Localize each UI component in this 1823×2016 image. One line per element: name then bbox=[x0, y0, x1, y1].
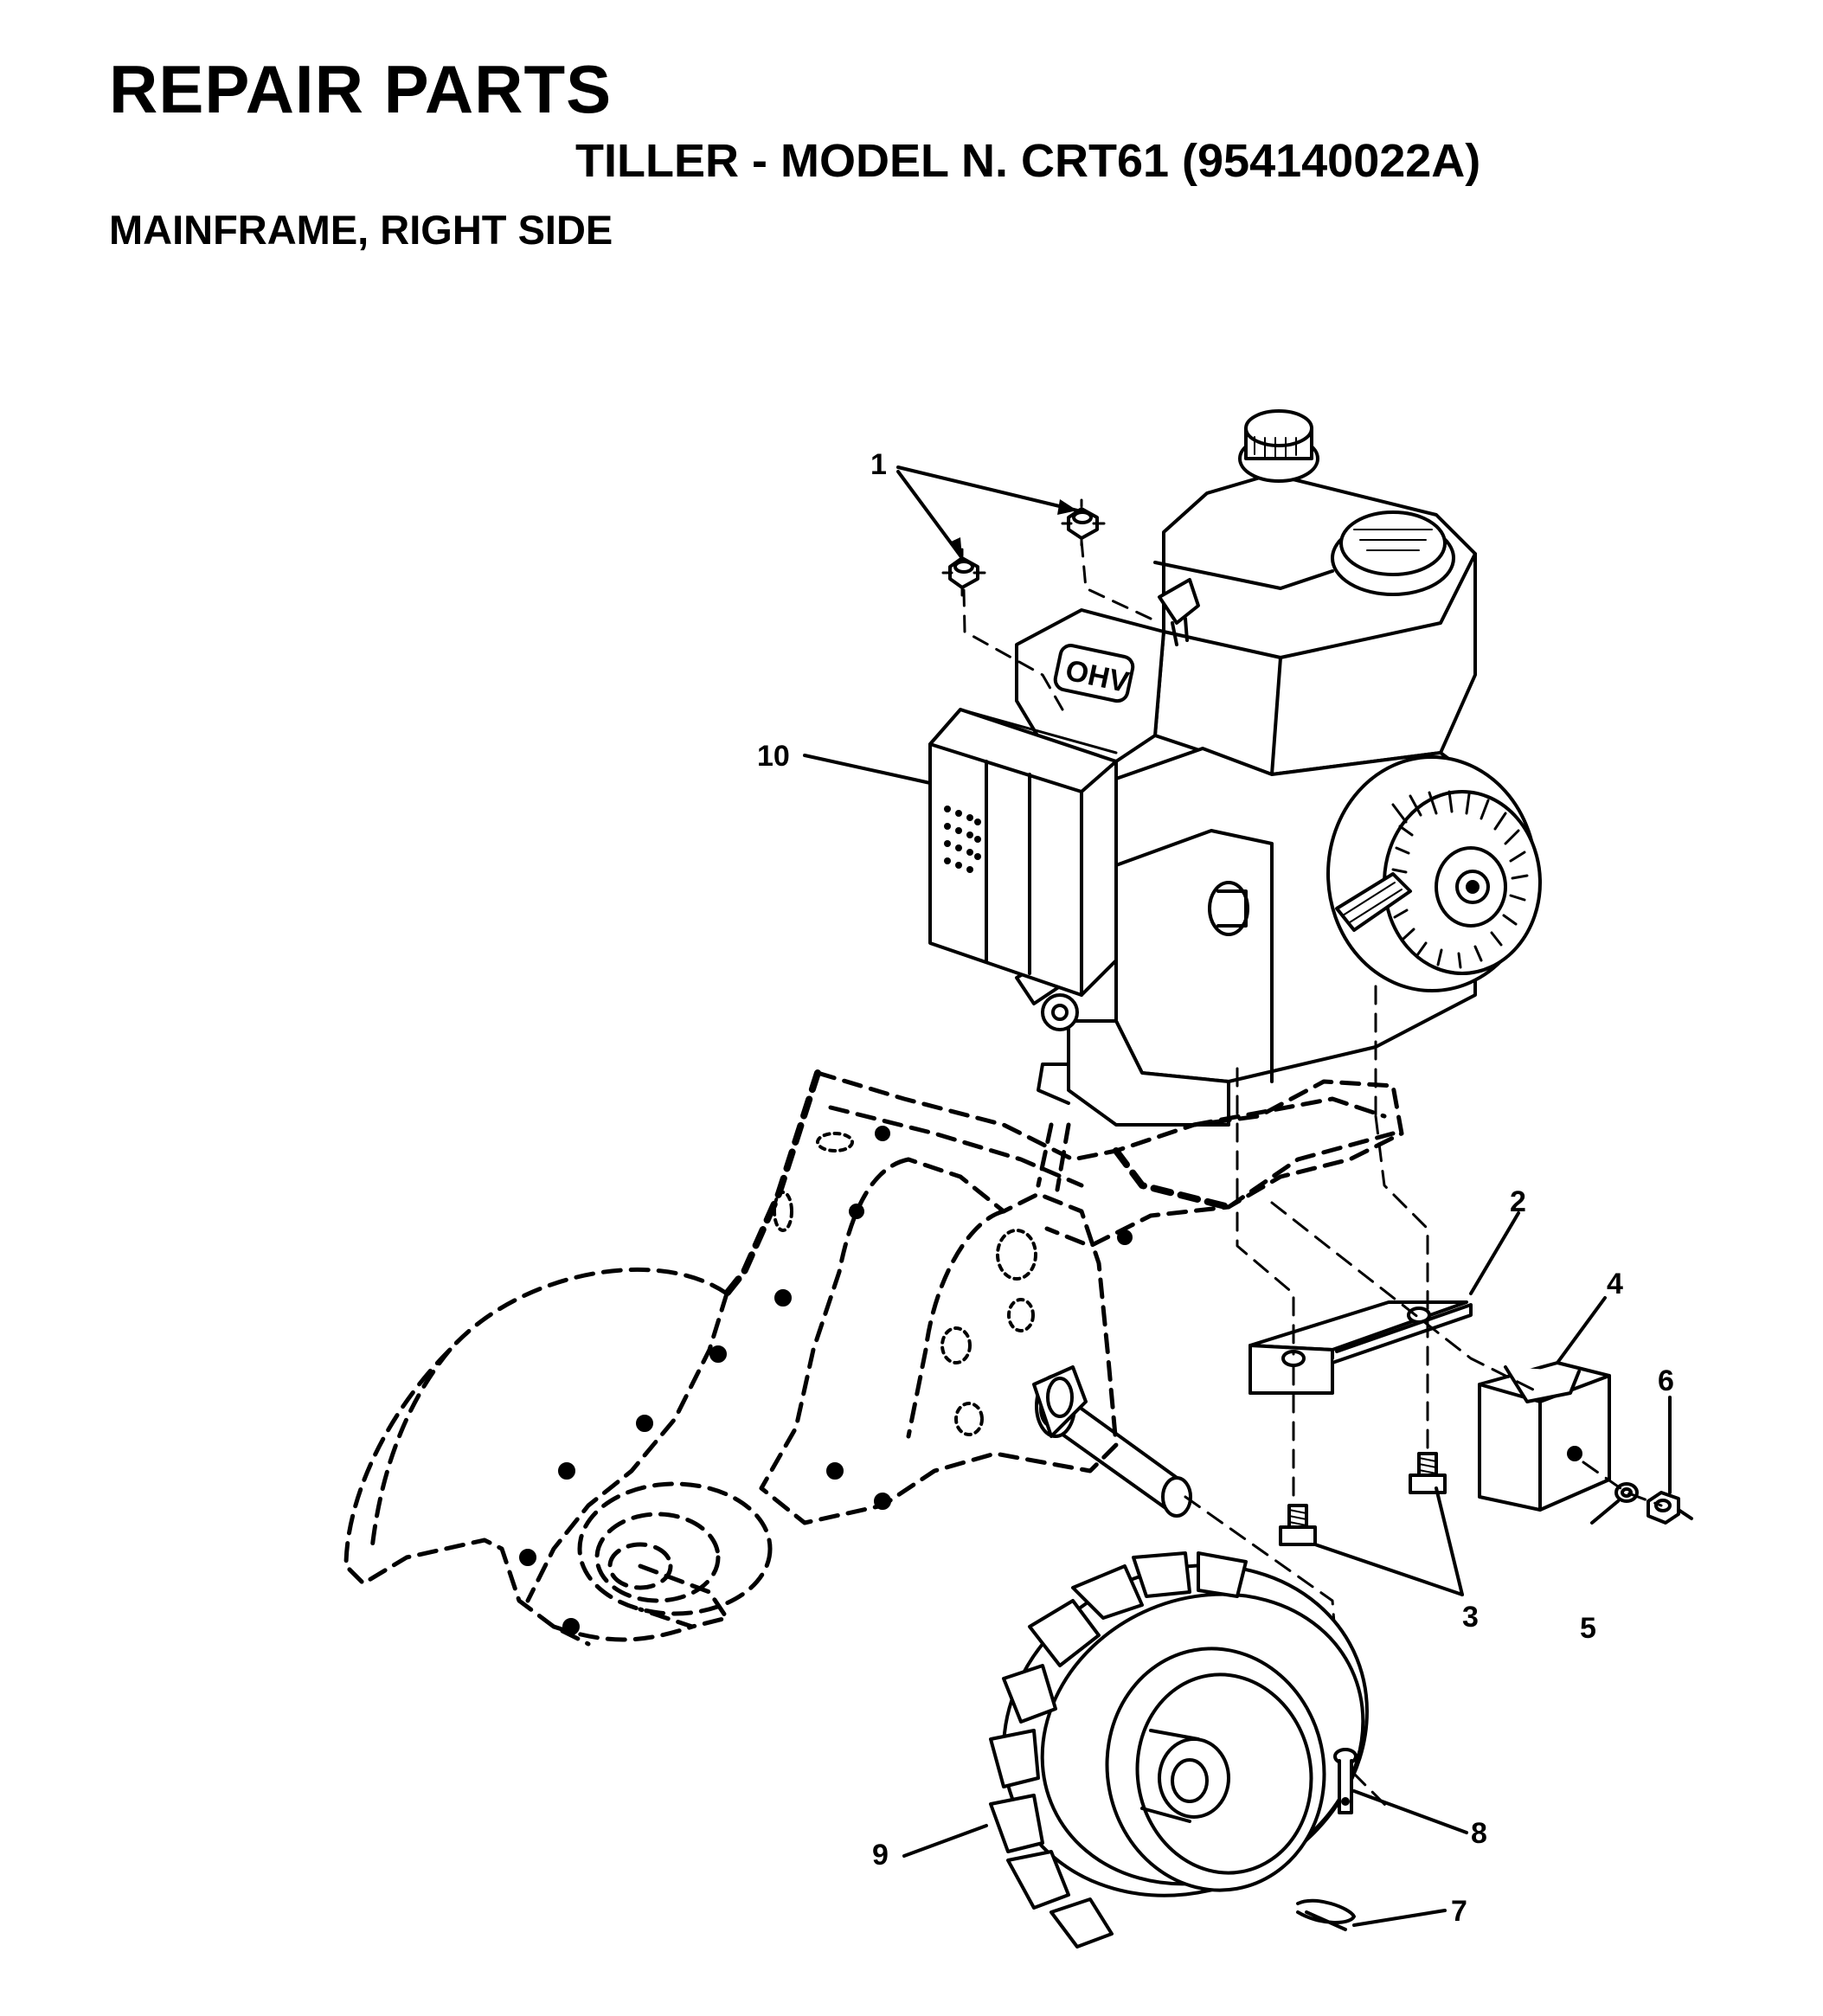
callout-1: 1 bbox=[870, 448, 887, 481]
callout-10: 10 bbox=[757, 740, 790, 773]
callout-7: 7 bbox=[1451, 1895, 1467, 1928]
tractor-tire-wheel bbox=[989, 1551, 1369, 1949]
section-heading: MAINFRAME, RIGHT SIDE bbox=[109, 207, 613, 253]
hex-nut bbox=[1646, 1491, 1693, 1525]
callout-9: 9 bbox=[872, 1839, 889, 1872]
page-title: REPAIR PARTS bbox=[109, 51, 613, 127]
weight-block bbox=[1478, 1361, 1611, 1512]
clevis-pin bbox=[1333, 1748, 1358, 1814]
mainframe-bolt-holes bbox=[519, 1126, 1133, 1635]
wheel-axle bbox=[1032, 1365, 1192, 1518]
mounting-bracket bbox=[1248, 1300, 1473, 1395]
nut-mounting-lines bbox=[962, 539, 1152, 711]
hex-bolts bbox=[1279, 1452, 1447, 1546]
callout-4: 4 bbox=[1607, 1268, 1623, 1300]
callout-3: 3 bbox=[1462, 1601, 1479, 1634]
callout-8: 8 bbox=[1471, 1817, 1487, 1850]
flange-nuts bbox=[941, 498, 1106, 597]
mainframe-reference-outline bbox=[343, 1069, 1404, 1647]
callout-arrowheads bbox=[949, 499, 1077, 558]
callout-5: 5 bbox=[1580, 1612, 1596, 1645]
callout-2: 2 bbox=[1510, 1185, 1526, 1218]
callout-6: 6 bbox=[1658, 1364, 1674, 1397]
model-subtitle: TILLER - MODEL N. CRT61 (954140022A) bbox=[575, 135, 1481, 187]
engine: OHV bbox=[928, 409, 1542, 1127]
hairpin-cotter bbox=[1296, 1898, 1356, 1931]
